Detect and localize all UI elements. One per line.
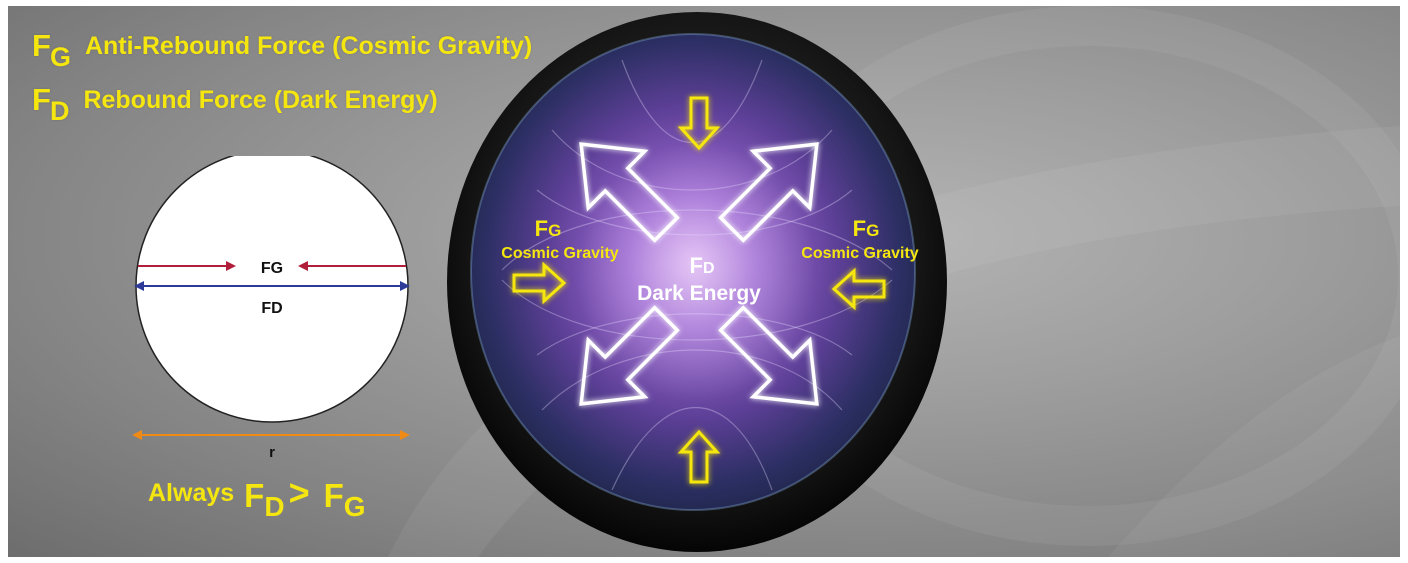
fg-label: FG — [261, 260, 283, 277]
always-rhs-symbol: F — [323, 477, 344, 514]
always-operator: > — [288, 472, 310, 513]
r-label: r — [269, 444, 275, 461]
legend-fg-symbol: F — [32, 28, 51, 63]
legend-fg-entry: FG Anti-Rebound Force (Cosmic Gravity) — [32, 28, 532, 76]
svg-text:FD: FD — [689, 253, 714, 278]
right-fg-symbol: F — [853, 216, 866, 241]
center-fd-symbol: F — [689, 253, 702, 278]
legend-fg-text: Anti-Rebound Force (Cosmic Gravity) — [84, 32, 533, 60]
legend-fd-subscript: D — [49, 96, 70, 126]
left-fg-subscript: G — [548, 221, 561, 240]
left-fg-symbol: F — [535, 216, 548, 241]
force-circle-diagram: FG FD r — [132, 156, 410, 461]
center-fd-subscript: D — [703, 260, 715, 277]
legend-fd-symbol: F — [32, 82, 51, 117]
legend-fg-subscript: G — [49, 42, 71, 72]
always-lhs-subscript: D — [264, 491, 285, 522]
left-cosmic-gravity-label: Cosmic Gravity — [501, 245, 618, 262]
always-word: Always — [148, 479, 235, 507]
always-lhs-symbol: F — [244, 477, 265, 514]
universe-sphere-illustration: FG Cosmic Gravity FG Cosmic Gravity FD D… — [447, 12, 947, 552]
right-fg-subscript: G — [866, 221, 879, 240]
legend-fd-text: Rebound Force (Dark Energy) — [83, 86, 438, 114]
always-rhs-subscript: G — [343, 491, 366, 522]
svg-text:FG: FG — [853, 216, 880, 241]
right-cosmic-gravity-label: Cosmic Gravity — [801, 245, 918, 262]
legend-fd-entry: FD Rebound Force (Dark Energy) — [32, 82, 438, 130]
center-dark-energy-label: Dark Energy — [637, 282, 761, 305]
svg-text:FG: FG — [535, 216, 562, 241]
fd-label: FD — [261, 300, 282, 317]
white-circle — [135, 156, 409, 423]
